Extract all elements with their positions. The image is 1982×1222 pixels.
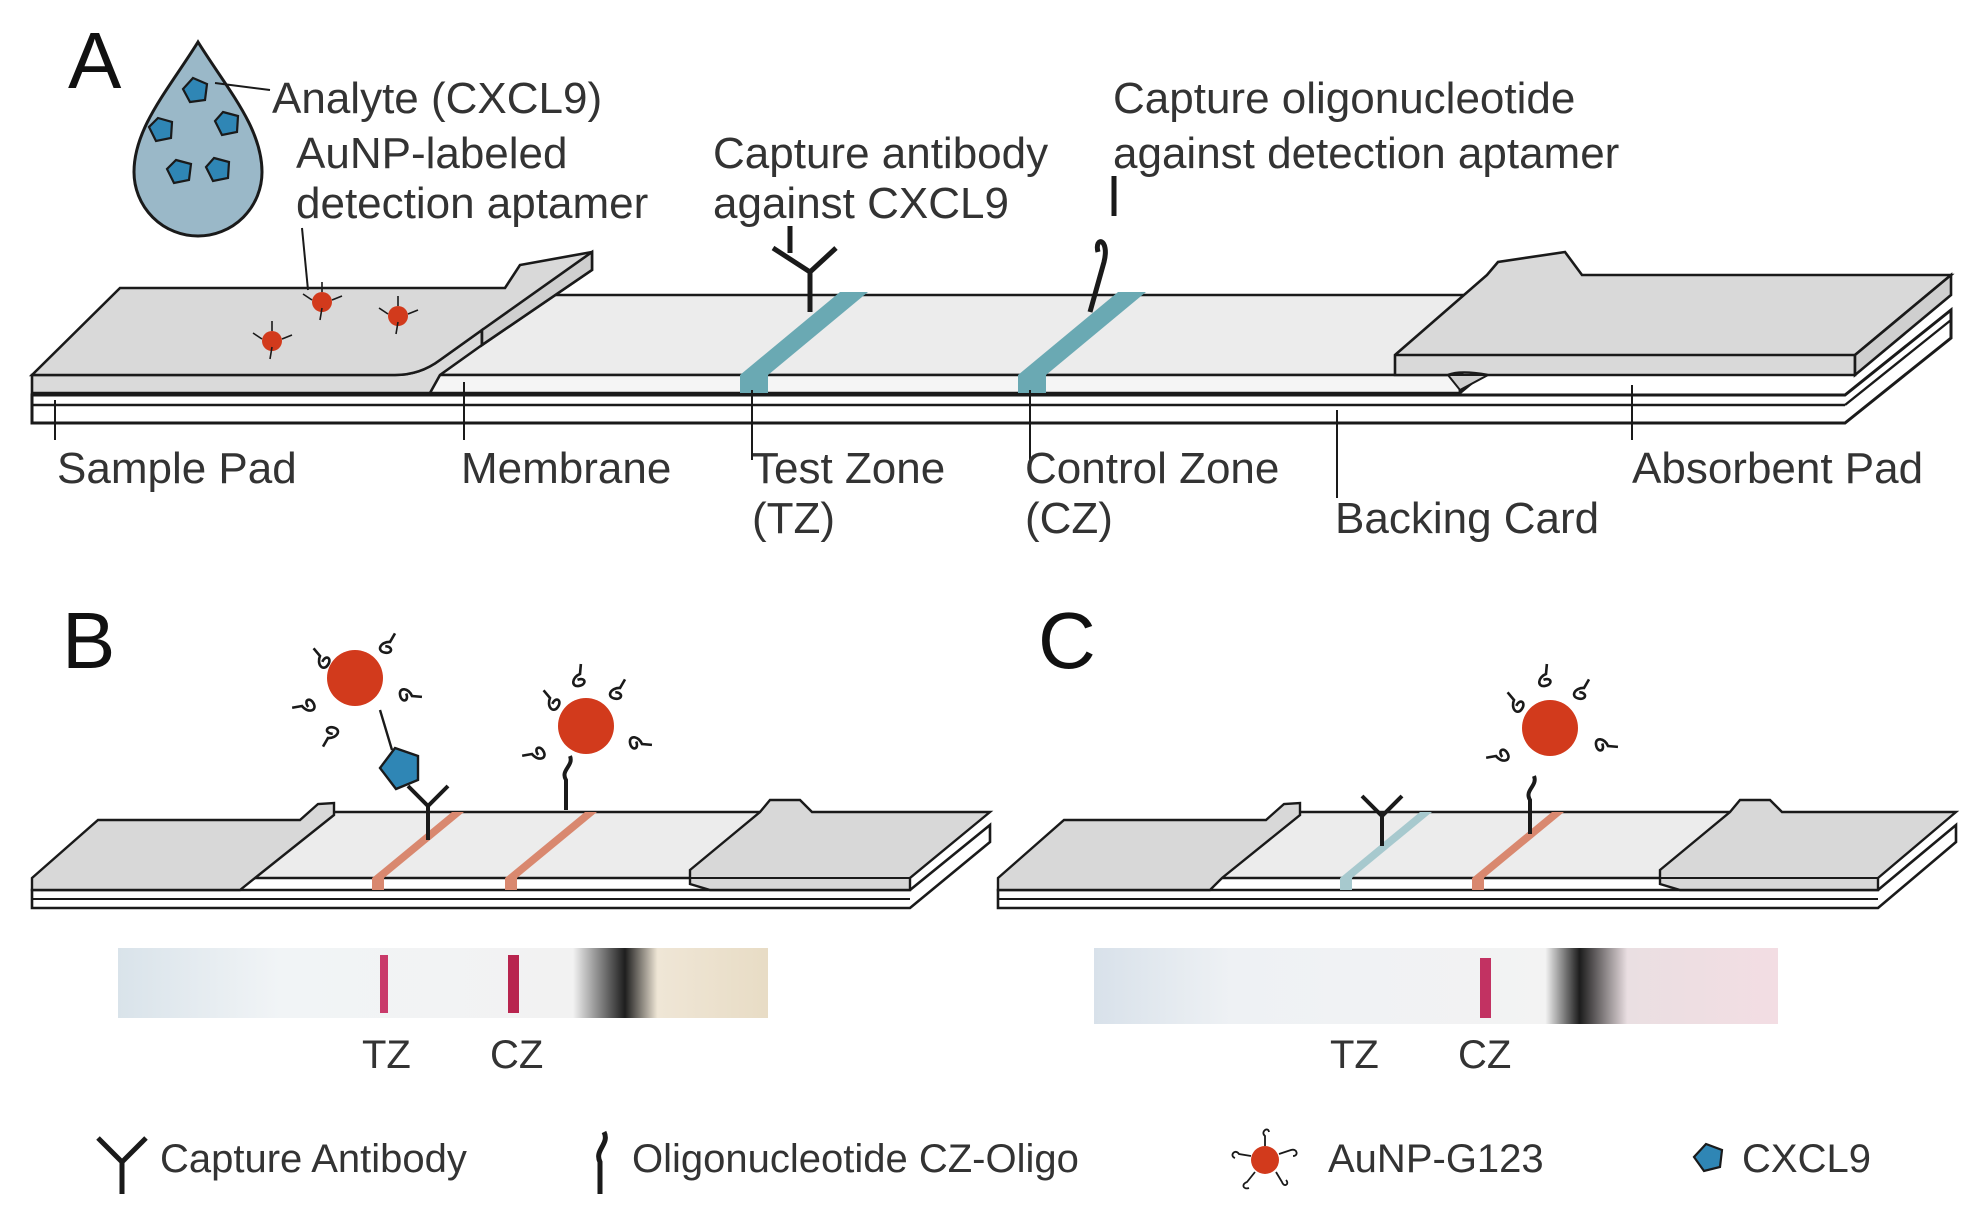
membrane-strip	[416, 292, 1560, 396]
panel-b: B	[30, 596, 994, 1077]
aunp-label-line2: detection aptamer	[296, 179, 648, 228]
control-zone-band	[1018, 292, 1146, 375]
legend-cxcl9-icon	[1692, 1142, 1724, 1173]
cxcl9-pentagon-icon	[213, 110, 240, 137]
panel-b-antibody-icon	[406, 784, 450, 840]
control-zone-band-front	[1018, 375, 1046, 393]
capture-oligo-icon	[1087, 176, 1117, 313]
panel-b-cxcl9-icon	[378, 746, 420, 791]
test-zone-label-line2: (TZ)	[752, 494, 835, 543]
gold-nanoparticle-icon	[388, 306, 408, 326]
absorbent-pad	[1393, 250, 1955, 392]
membrane-label: Membrane	[461, 444, 671, 493]
aunp-cluster	[252, 227, 419, 360]
sample-pad-label: Sample Pad	[57, 444, 297, 493]
panel-b-letter: B	[62, 596, 115, 685]
panel-a-letter: A	[68, 16, 122, 105]
panel-c-antibody-icon	[1360, 794, 1404, 846]
control-zone-label-line1: Control Zone	[1025, 444, 1279, 493]
legend-capture-antibody: Capture Antibody	[160, 1137, 467, 1181]
panel-c-letter: C	[1038, 596, 1096, 685]
cxcl9-pentagon-icon	[165, 158, 193, 185]
test-zone-label-line1: Test Zone	[752, 444, 945, 493]
panel-c-tz-label: TZ	[1330, 1033, 1379, 1077]
droplet-icon	[132, 39, 264, 238]
panel-a: A Analyte (CXCL9) AuNP-labeled detection…	[28, 16, 1955, 543]
capture-oligo-label-line1: Capture oligonucleotide	[1113, 74, 1575, 123]
legend-aunp: AuNP-G123	[1328, 1137, 1544, 1181]
control-zone-label-line2: (CZ)	[1025, 494, 1113, 543]
panel-c-strip	[996, 798, 1960, 910]
legend: Capture Antibody Oligonucleotide CZ-Olig…	[96, 1128, 1871, 1194]
panel-a-leader-lines	[54, 382, 1633, 498]
panel-c-cz-aunp-icon	[1522, 700, 1578, 756]
capture-antibody-label-line2: against CXCL9	[713, 179, 1009, 228]
gold-nanoparticle-icon	[312, 292, 332, 312]
capture-antibody-label-line1: Capture antibody	[713, 129, 1048, 178]
legend-oligo: Oligonucleotide CZ-Oligo	[632, 1137, 1079, 1181]
cxcl9-pentagon-icon	[204, 156, 231, 183]
panel-c-test-strip-photo	[1094, 948, 1778, 1024]
test-zone-band-front	[740, 375, 768, 393]
panel-b-oligo-icon	[562, 755, 573, 810]
legend-cxcl9: CXCL9	[1742, 1137, 1871, 1181]
gold-nanoparticle-icon	[262, 331, 282, 351]
panel-b-test-strip-photo	[118, 948, 768, 1018]
capture-oligo-label-line2: against detection aptamer	[1113, 129, 1619, 178]
backing-card-label: Backing Card	[1335, 494, 1599, 543]
analyte-droplet	[132, 39, 271, 238]
backing-card	[30, 306, 1953, 425]
legend-antibody-icon	[96, 1136, 148, 1194]
legend-aunp-icon	[1231, 1128, 1298, 1190]
panel-c-oligo-icon	[1526, 775, 1537, 834]
test-zone-band	[740, 292, 868, 375]
capture-antibody-icon	[771, 226, 838, 312]
panel-b-tz-label: TZ	[362, 1033, 411, 1077]
analyte-label: Analyte (CXCL9)	[272, 74, 602, 123]
aunp-label-line1: AuNP-labeled	[296, 129, 568, 178]
panel-b-cz-line	[508, 955, 519, 1013]
panel-c: C TZ CZ	[996, 596, 1960, 1077]
cxcl9-pentagon-icon	[181, 76, 209, 104]
panel-b-tz-line	[380, 955, 388, 1013]
panel-c-cz-label: CZ	[1458, 1033, 1511, 1077]
panel-b-strip	[30, 798, 994, 910]
panel-c-cz-line	[1480, 958, 1491, 1018]
legend-oligo-icon	[596, 1130, 608, 1194]
sample-pad	[28, 249, 594, 395]
panel-b-aunp-icon	[327, 650, 383, 706]
cxcl9-pentagon-icon	[147, 116, 174, 143]
absorbent-pad-label: Absorbent Pad	[1632, 444, 1923, 493]
panel-b-cz-aunp-icon	[558, 698, 614, 754]
panel-b-cz-label: CZ	[490, 1033, 543, 1077]
